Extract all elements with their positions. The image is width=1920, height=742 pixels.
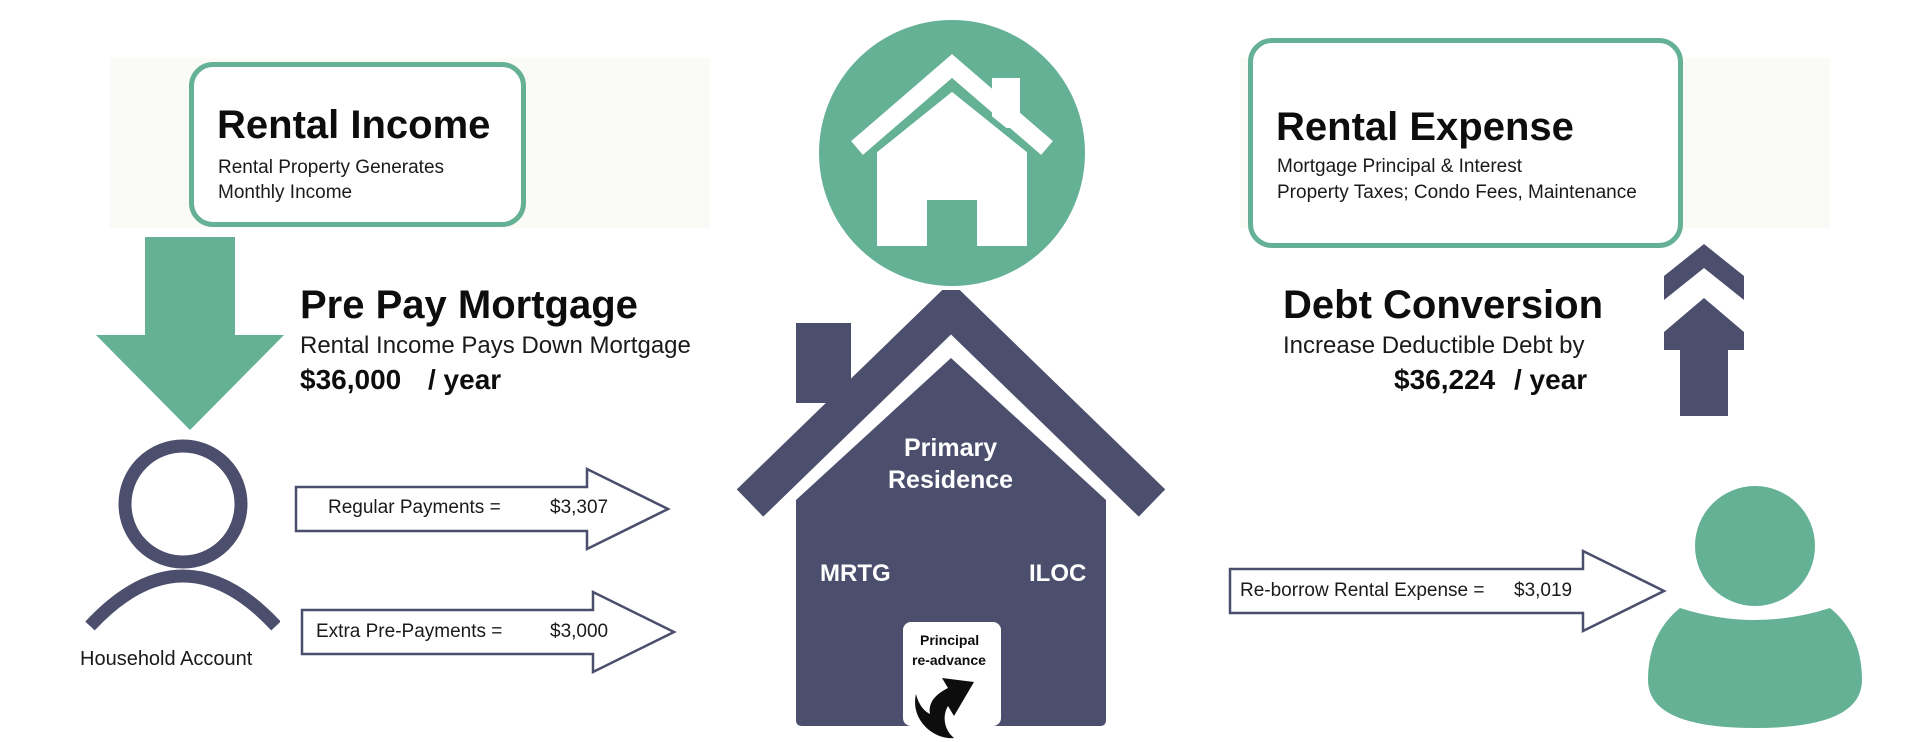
person-solid-icon <box>1648 486 1862 728</box>
rental-income-line-2: Monthly Income <box>218 182 353 203</box>
up-chevron-icon <box>1664 244 1744 416</box>
rental-expense-line-1: Mortgage Principal & Interest <box>1277 156 1523 177</box>
house-icon <box>819 20 1085 286</box>
residence-title-line-2: Residence <box>888 466 1014 494</box>
household-account-label: Household Account <box>80 648 253 670</box>
curved-arrow-icon <box>915 678 974 739</box>
reborrow-arrow <box>1228 548 1667 634</box>
person-outline-icon <box>85 439 280 631</box>
extra-prepayments-label: Extra Pre-Payments = <box>316 621 503 642</box>
pre-pay-heading: Pre Pay Mortgage <box>300 283 638 327</box>
pre-pay-subtitle: Rental Income Pays Down Mortgage <box>300 332 691 359</box>
primary-residence-house-icon <box>736 290 1166 726</box>
rental-expense-box: Rental Expense Mortgage Principal & Inte… <box>1248 38 1683 248</box>
iloc-label: ILOC <box>1029 560 1087 587</box>
regular-payments-value: $3,307 <box>550 497 609 518</box>
down-arrow-icon <box>96 237 284 430</box>
rental-expense-title: Rental Expense <box>1276 105 1574 149</box>
debt-conversion-heading: Debt Conversion <box>1283 283 1604 327</box>
debt-conversion-amount: $36,224 <box>1394 364 1496 395</box>
regular-payments-arrow <box>294 466 671 552</box>
debt-conversion-period: / year <box>1514 364 1588 395</box>
pre-pay-amount: $36,000 <box>300 364 402 395</box>
extra-prepayments-value: $3,000 <box>550 621 609 642</box>
rental-income-title: Rental Income <box>217 103 491 147</box>
regular-payments-label: Regular Payments = <box>328 497 501 518</box>
debt-conversion-subtitle: Increase Deductible Debt by <box>1283 332 1585 359</box>
mrtg-label: MRTG <box>820 560 891 587</box>
rental-income-line-1: Rental Property Generates <box>218 157 445 178</box>
extra-prepayments-arrow <box>300 589 677 675</box>
pre-pay-period: / year <box>428 364 502 395</box>
reborrow-value: $3,019 <box>1514 580 1573 601</box>
door-label-line-2: re-advance <box>912 652 986 668</box>
residence-title-line-1: Primary <box>904 434 998 462</box>
rental-income-box: Rental Income Rental Property Generates … <box>189 62 526 227</box>
rental-expense-line-2: Property Taxes; Condo Fees, Maintenance <box>1277 182 1637 203</box>
door-label-line-1: Principal <box>920 632 980 648</box>
reborrow-label: Re-borrow Rental Expense = <box>1240 580 1485 601</box>
